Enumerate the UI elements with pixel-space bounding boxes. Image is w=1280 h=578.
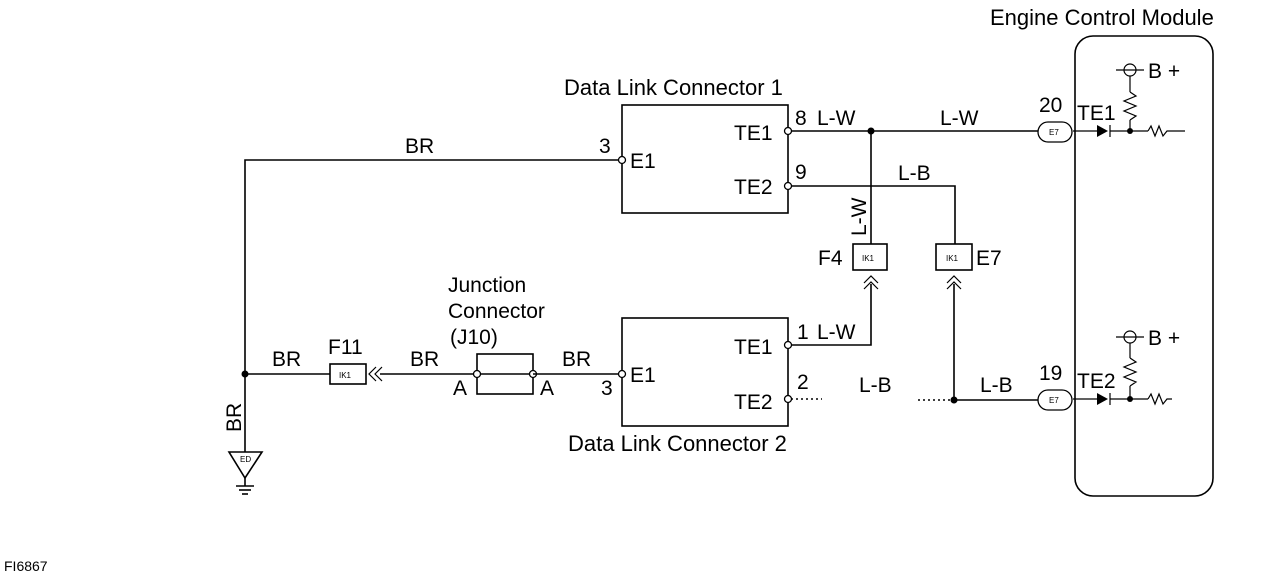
svg-text:IK1: IK1	[946, 254, 959, 263]
dlc1-te2-terminal	[783, 181, 793, 191]
ecm-te1-circuit	[1073, 63, 1185, 138]
dlc2-te1-terminal	[783, 340, 793, 350]
junction-pin-a-left: A	[453, 377, 467, 400]
wire-lb-dlc2-label: L-B	[859, 374, 892, 397]
ecm-bplus-top: B +	[1148, 60, 1180, 83]
wire-br-main	[244, 159, 618, 452]
dlc2-title: Data Link Connector 2	[568, 431, 787, 456]
junction-pin-a-right: A	[540, 377, 554, 400]
svg-text:E7: E7	[1049, 128, 1059, 137]
dlc2-te1: TE1	[734, 336, 773, 359]
dlc1-te1-terminal	[783, 126, 793, 136]
dlc2-te2-terminal	[783, 394, 793, 404]
dlc2-e1-terminal	[617, 369, 627, 379]
wire-lw-dlc1-label: L-W	[817, 107, 856, 130]
dlc1-e1: E1	[630, 150, 656, 173]
connector-f11-label: F11	[328, 336, 363, 359]
wire-lw-vertical-label: L-W	[848, 197, 871, 236]
ecm-connector-e7-top: E7	[1037, 121, 1073, 143]
wire-br-vertical-label: BR	[223, 403, 246, 432]
svg-text:E7: E7	[1049, 396, 1059, 405]
junction-label-2: Connector	[448, 300, 545, 323]
wire-br-left-label: BR	[272, 348, 301, 371]
junction-label-1: Junction	[448, 274, 526, 297]
connector-f4: IK1	[852, 243, 888, 290]
connector-f11: IK1	[329, 363, 383, 385]
ground-ed: ED	[227, 451, 264, 495]
dlc2-pin-3: 3	[601, 377, 613, 400]
svg-text:IK1: IK1	[339, 371, 352, 380]
ecm-title: Engine Control Module	[990, 5, 1214, 30]
wire-lb-dlc1-label: L-B	[898, 162, 931, 185]
dlc1-e1-terminal	[617, 155, 627, 165]
wire-lb-top	[791, 185, 956, 244]
svg-text:ED: ED	[240, 455, 251, 464]
ecm-pin-20: 20	[1039, 94, 1062, 117]
wire-br-right-label: BR	[562, 348, 591, 371]
wire-lb-ecm-label: L-B	[980, 374, 1013, 397]
junction-connector-j10	[472, 353, 538, 395]
dlc2-te2: TE2	[734, 391, 773, 414]
connector-f4-label: F4	[818, 247, 843, 270]
ecm-te2-circuit	[1073, 330, 1172, 406]
dlc1-te1: TE1	[734, 122, 773, 145]
wire-lw-dlc2	[791, 284, 872, 346]
ecm-connector-e7-bottom: E7	[1037, 389, 1073, 411]
dlc1-te2: TE2	[734, 176, 773, 199]
wire-br-top-label: BR	[405, 135, 434, 158]
wire-br-mid-label: BR	[410, 348, 439, 371]
wire-lw-dlc2-label: L-W	[817, 321, 856, 344]
dlc2-pin-2: 2	[797, 371, 809, 394]
connector-e7-label: E7	[976, 247, 1002, 270]
wire-lw-ecm-label: L-W	[940, 107, 979, 130]
dlc1-pin-9: 9	[795, 161, 807, 184]
ecm-te2-label: TE2	[1077, 370, 1116, 393]
dlc2-pin-1: 1	[797, 321, 809, 344]
dlc1-title: Data Link Connector 1	[564, 75, 783, 100]
figure-id: FI6867	[4, 558, 48, 574]
ecm-box	[1074, 35, 1214, 497]
dlc1-pin-8: 8	[795, 107, 807, 130]
ecm-te1-label: TE1	[1077, 102, 1116, 125]
junction-label-3: (J10)	[450, 326, 498, 349]
svg-text:IK1: IK1	[862, 254, 875, 263]
dlc2-e1: E1	[630, 364, 656, 387]
dlc1-pin-3: 3	[599, 135, 611, 158]
ecm-pin-19: 19	[1039, 362, 1062, 385]
connector-e7: IK1	[935, 243, 973, 290]
ecm-bplus-bottom: B +	[1148, 327, 1180, 350]
